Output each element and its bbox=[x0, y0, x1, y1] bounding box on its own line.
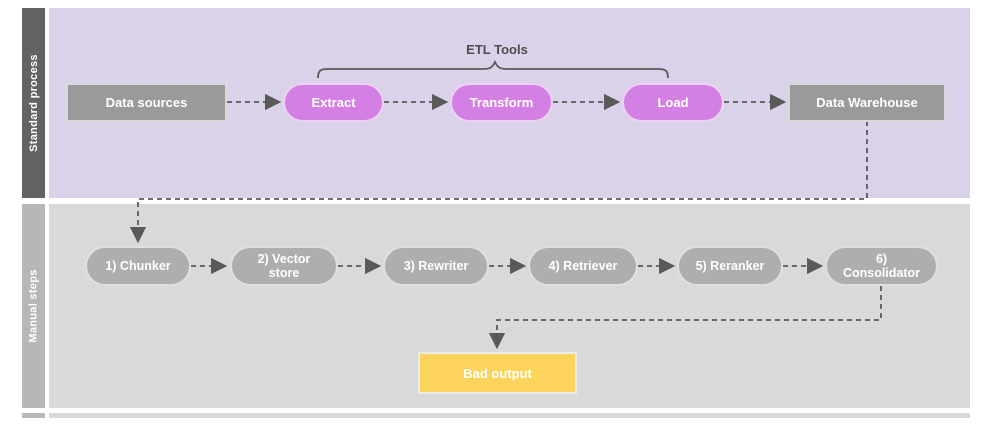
node-transform-label: Transform bbox=[469, 95, 534, 110]
node-load: Load bbox=[622, 83, 724, 122]
etl-tools-label: ETL Tools bbox=[466, 42, 528, 57]
lane-label-standard-process: Standard process bbox=[27, 54, 40, 152]
node-data-warehouse-label: Data Warehouse bbox=[816, 95, 918, 110]
lane-header-standard-process: Standard process bbox=[22, 8, 45, 198]
lane-header-stub bbox=[22, 413, 45, 418]
node-reranker: 5) Reranker bbox=[677, 246, 783, 286]
node-transform: Transform bbox=[450, 83, 553, 122]
node-bad-output-label: Bad output bbox=[463, 365, 532, 381]
node-rewriter: 3) Rewriter bbox=[383, 246, 489, 286]
node-chunker: 1) Chunker bbox=[85, 246, 191, 286]
node-retriever: 4) Retriever bbox=[528, 246, 638, 286]
node-extract-label: Extract bbox=[311, 95, 356, 110]
node-data-sources: Data sources bbox=[66, 83, 227, 122]
node-rewriter-label: 3) Rewriter bbox=[403, 259, 469, 273]
node-bad-output: Bad output bbox=[418, 352, 577, 394]
node-data-sources-label: Data sources bbox=[105, 95, 188, 110]
lane-body-stub bbox=[49, 413, 970, 418]
lane-label-manual-steps: Manual steps bbox=[27, 269, 40, 343]
node-consolidator-label: 6) Consolidator bbox=[842, 252, 921, 280]
node-consolidator: 6) Consolidator bbox=[825, 246, 938, 286]
node-chunker-label: 1) Chunker bbox=[105, 259, 171, 273]
node-reranker-label: 5) Reranker bbox=[695, 259, 765, 273]
lane-header-manual-steps: Manual steps bbox=[22, 204, 45, 408]
node-vector-store: 2) Vector store bbox=[230, 246, 338, 286]
node-retriever-label: 4) Retriever bbox=[548, 259, 618, 273]
node-vector-store-label: 2) Vector store bbox=[257, 252, 311, 280]
node-extract: Extract bbox=[283, 83, 384, 122]
node-load-label: Load bbox=[657, 95, 689, 110]
node-data-warehouse: Data Warehouse bbox=[788, 83, 946, 122]
